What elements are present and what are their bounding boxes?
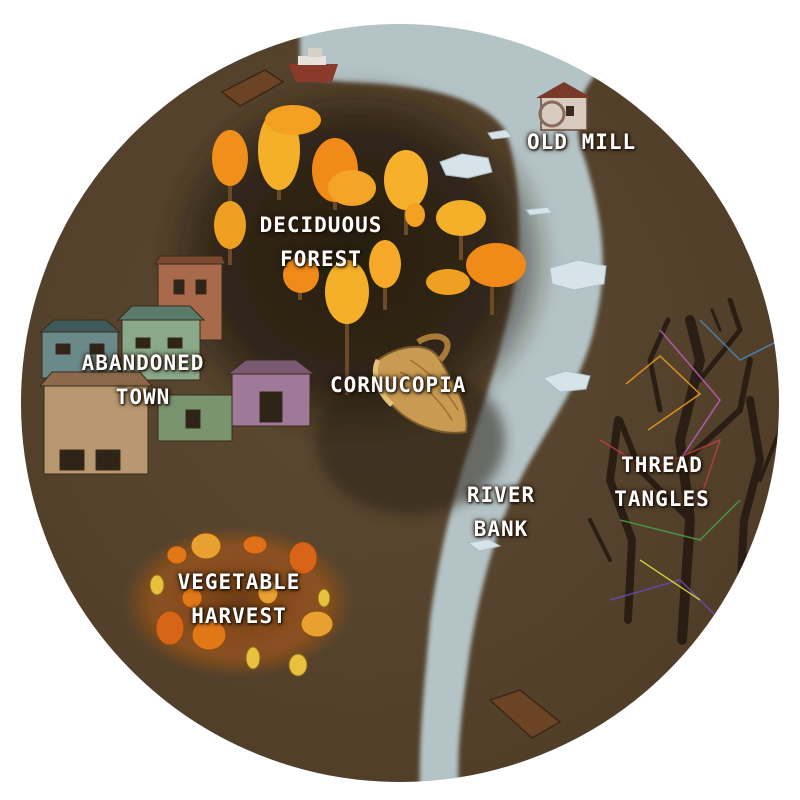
map-border xyxy=(19,22,781,784)
boat-icon xyxy=(288,48,338,82)
dock-icon xyxy=(220,69,562,739)
pumpkin-icon xyxy=(155,532,334,651)
house-icon xyxy=(38,255,316,475)
label-line: TOWN xyxy=(115,385,171,409)
label-line: VEGETABLE xyxy=(177,570,301,594)
label-line: CORNUCOPIA xyxy=(330,373,467,397)
label-deciduous-forest[interactable]: DECIDUOUS FOREST xyxy=(242,208,400,276)
thread-lines xyxy=(599,319,780,621)
label-river-bank[interactable]: RIVER BANK xyxy=(452,478,550,546)
label-line: ABANDONED xyxy=(81,351,205,375)
label-line: FOREST xyxy=(280,247,362,271)
label-line: THREAD xyxy=(621,453,703,477)
mill-icon xyxy=(536,82,592,131)
label-thread-tangles[interactable]: THREAD TANGLES xyxy=(597,448,727,516)
dead-tree-icon xyxy=(588,297,780,645)
label-abandoned-town[interactable]: ABANDONED TOWN xyxy=(60,346,226,414)
label-cornucopia[interactable]: CORNUCOPIA xyxy=(330,368,466,402)
label-line: TANGLES xyxy=(614,487,710,511)
label-old-mill[interactable]: OLD MILL xyxy=(527,125,636,159)
label-line: HARVEST xyxy=(191,604,287,628)
label-line: BANK xyxy=(473,517,529,541)
label-line: RIVER xyxy=(466,483,536,507)
label-line: DECIDUOUS xyxy=(259,213,383,237)
label-vegetable-harvest[interactable]: VEGETABLE HARVEST xyxy=(150,565,328,633)
label-line: OLD MILL xyxy=(527,130,637,154)
ice-floe-icon xyxy=(439,129,607,552)
tree-icon xyxy=(212,105,526,395)
gourd-icon xyxy=(149,574,331,677)
cornucopia-icon xyxy=(372,333,468,434)
